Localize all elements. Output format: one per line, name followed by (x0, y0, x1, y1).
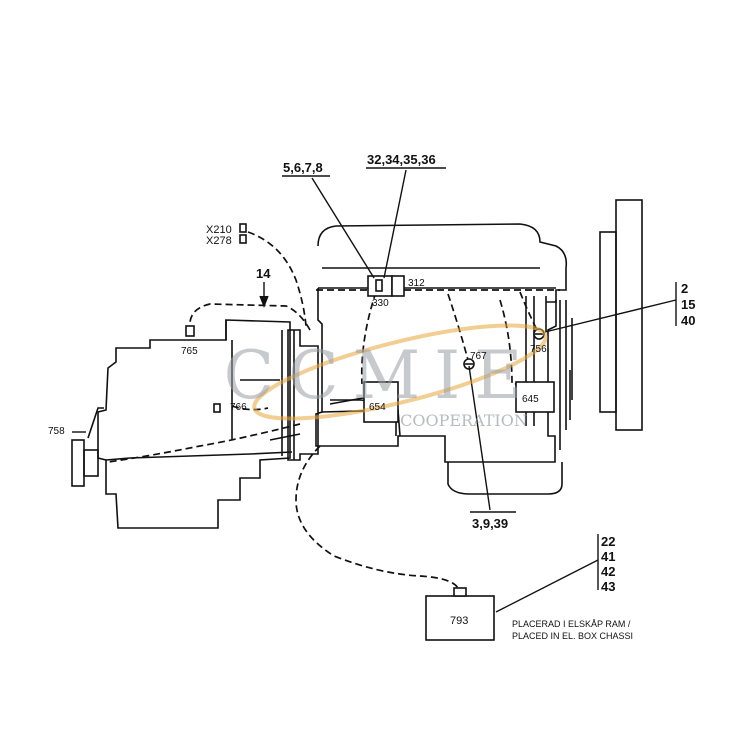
label-766: 766 (230, 402, 247, 413)
labels: 5,6,7,8 32,34,35,36 14 3,9,39 X210 X278 … (48, 152, 695, 641)
label-756: 756 (530, 344, 547, 355)
callout-14: 14 (256, 266, 271, 281)
component-645-box (515, 381, 555, 413)
callout-32343536: 32,34,35,36 (367, 152, 436, 167)
placement-note-line1: PLACERAD I ELSKÅP RAM / (512, 619, 631, 629)
callout-5678: 5,6,7,8 (283, 160, 323, 175)
label-793: 793 (450, 615, 468, 627)
sensor-765 (185, 325, 195, 337)
watermark-swoosh (252, 323, 548, 421)
leader-lines (72, 167, 677, 613)
watermark-subtext: COOPERATION (400, 411, 528, 430)
placement-note-line2: PLACED IN EL. BOX CHASSI (512, 631, 633, 641)
label-767: 767 (470, 351, 487, 362)
connector-x210 (239, 223, 247, 233)
transmission (71, 319, 319, 529)
label-330: 330 (372, 298, 389, 309)
ref-bottom-1: 22 (601, 534, 615, 549)
components (185, 223, 555, 641)
watermark-logo: CCMIE (224, 337, 537, 414)
callout-3939: 3,9,39 (472, 516, 508, 531)
ref-bottom-3: 42 (601, 564, 615, 579)
label-645: 645 (522, 394, 539, 405)
ref-bottom-2: 41 (601, 549, 615, 564)
label-758: 758 (48, 426, 65, 437)
connector-label-x210: X210 (206, 224, 232, 236)
label-765: 765 (181, 346, 198, 357)
watermark: CCMIE COOPERATION (224, 323, 548, 430)
connector-label-x278: X278 (206, 235, 232, 247)
label-312: 312 (408, 278, 425, 289)
ref-right-1: 2 (681, 281, 688, 296)
ref-right-3: 40 (681, 313, 695, 328)
ref-right-2: 15 (681, 297, 695, 312)
connector-x278 (239, 234, 247, 244)
label-654: 654 (369, 402, 386, 413)
component-312-box (391, 275, 405, 297)
ref-bottom-4: 43 (601, 579, 615, 594)
